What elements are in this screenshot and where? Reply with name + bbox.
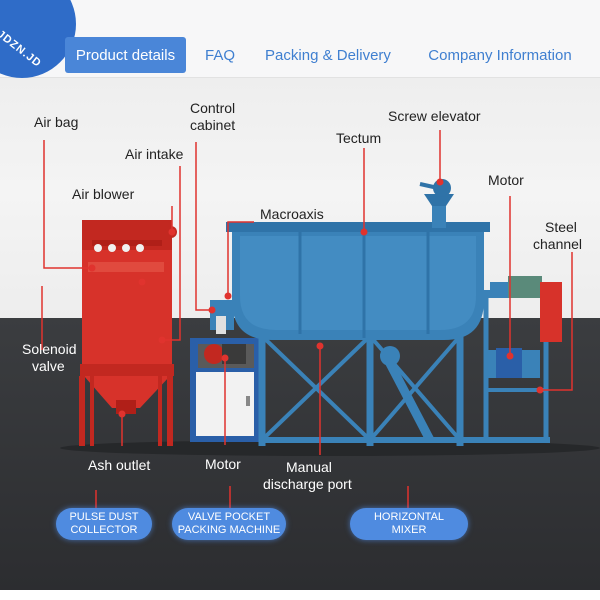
pill-horizontal-mixer: HORIZONTAL MIXER bbox=[350, 508, 468, 540]
tab-product-details[interactable]: Product details bbox=[65, 37, 186, 73]
label-air-blower: Air blower bbox=[72, 186, 135, 202]
label-motor-top: Motor bbox=[488, 172, 524, 188]
callout-dots bbox=[88, 178, 544, 418]
pill-pulse-dust-collector-line2: COLLECTOR bbox=[70, 524, 138, 536]
pill-valve-packing-machine-line2: PACKING MACHINE bbox=[177, 524, 281, 536]
label-steel-channel-line2: channel bbox=[533, 236, 583, 252]
label-macroaxis: Macroaxis bbox=[260, 206, 324, 222]
pill-horizontal-mixer-line1: HORIZONTAL bbox=[373, 511, 445, 523]
tab-packing-delivery[interactable]: Packing & Delivery bbox=[265, 46, 391, 64]
pulse-dust-collector-drawing bbox=[79, 220, 177, 446]
nav-bar: JDZN.JD Product details FAQ Packing & De… bbox=[0, 0, 600, 78]
background-bottom-strip bbox=[0, 590, 600, 600]
label-motor-bottom: Motor bbox=[205, 456, 241, 472]
pill-pulse-dust-collector: PULSE DUST COLLECTOR bbox=[56, 508, 152, 540]
label-solenoid-valve-line2: valve bbox=[32, 358, 65, 374]
horizontal-mixer-drawing bbox=[226, 179, 562, 446]
label-control-cabinet-line1: Control bbox=[190, 100, 236, 116]
label-air-bag: Air bag bbox=[34, 114, 79, 130]
pill-valve-packing-machine: VALVE POCKET PACKING MACHINE bbox=[172, 508, 286, 540]
label-steel-channel-line1: Steel bbox=[545, 219, 577, 235]
label-manual-discharge-line2: discharge port bbox=[263, 476, 352, 492]
label-manual-discharge-line1: Manual bbox=[286, 459, 332, 475]
label-solenoid-valve-line1: Solenoid bbox=[22, 341, 77, 357]
label-tectum: Tectum bbox=[336, 130, 382, 146]
label-control-cabinet-line2: cabinet bbox=[190, 117, 236, 133]
label-ash-outlet: Ash outlet bbox=[88, 457, 151, 473]
label-screw-elevator: Screw elevator bbox=[388, 108, 481, 124]
tab-company-information[interactable]: Company Information bbox=[428, 46, 572, 64]
pill-valve-packing-machine-line1: VALVE POCKET bbox=[187, 511, 271, 523]
label-air-intake: Air intake bbox=[125, 146, 184, 162]
tab-faq[interactable]: FAQ bbox=[204, 46, 235, 64]
callout-lines bbox=[41, 130, 573, 511]
pill-horizontal-mixer-line2: MIXER bbox=[391, 524, 427, 536]
pill-pulse-dust-collector-line1: PULSE DUST bbox=[69, 511, 139, 523]
